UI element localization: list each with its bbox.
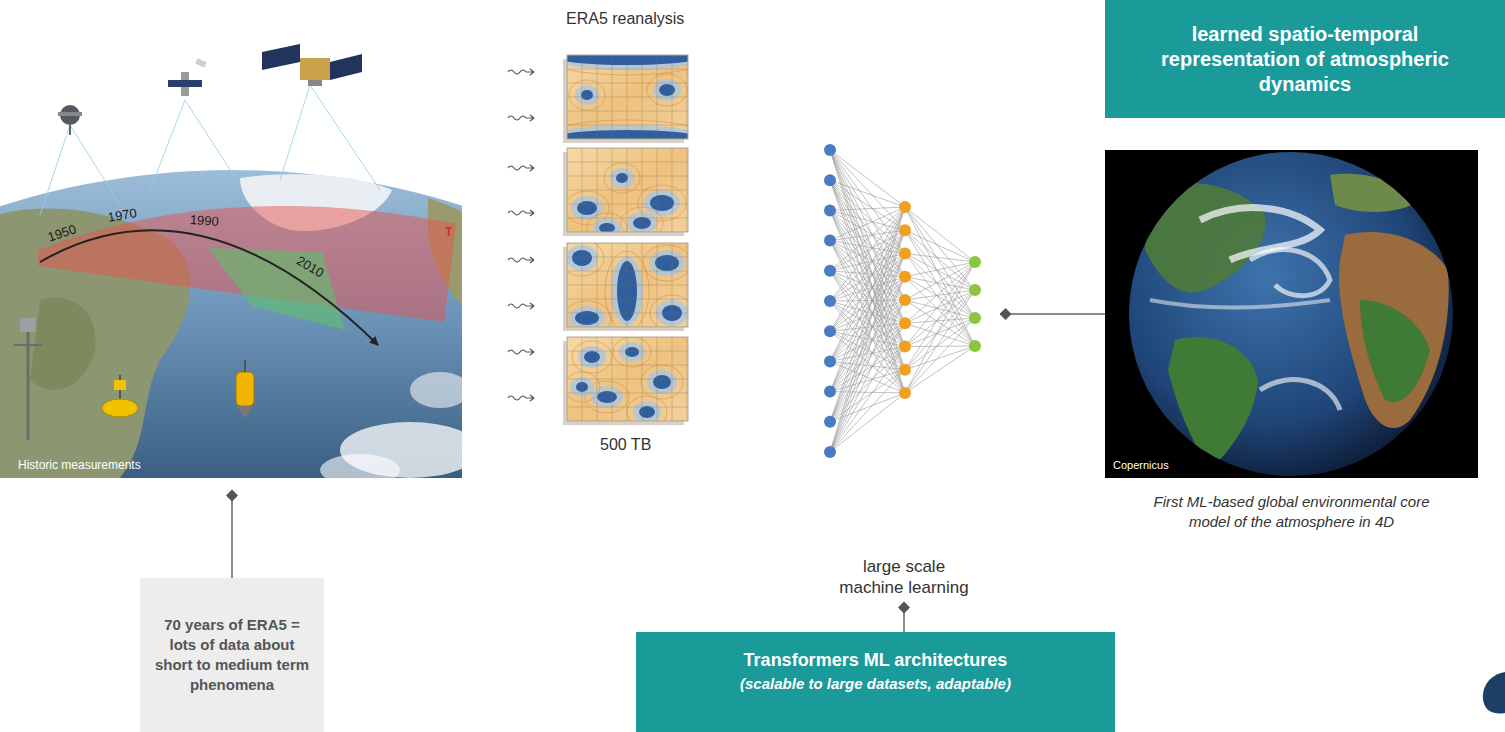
label-holder: 1990 — [189, 210, 219, 230]
callout-subtext: (scalable to large datasets, adaptable) — [740, 675, 1011, 693]
image-frame: Copernicus — [1105, 150, 1478, 478]
globe — [0, 170, 462, 478]
leader-connector — [903, 602, 905, 632]
image-credit: Copernicus — [1113, 459, 1169, 472]
leader-connector — [231, 490, 233, 578]
wave-arrow-symbol — [508, 165, 534, 171]
drifter — [236, 360, 254, 418]
network-label-box: large scale machine learning — [808, 140, 1000, 602]
timeline-arc — [40, 230, 378, 345]
figure-caption: First ML-based global environmental core… — [1152, 492, 1432, 531]
wave-arrow-symbol — [508, 349, 534, 355]
year-label: 2010 — [294, 253, 327, 280]
earth-image-box: CopernicusFirst ML-based global environm… — [1105, 150, 1478, 531]
data-size-label: 500 TB — [600, 436, 651, 453]
info-box: 70 years of ERA5 = lots of data about sh… — [140, 578, 324, 732]
panel-heading: ERA5 reanalysis — [566, 10, 684, 27]
teal-callout-box: Transformers ML architectures (scalable t… — [636, 632, 1115, 732]
leader-connector — [1000, 313, 1105, 315]
teal-callout-box: learned spatio-temporal representation o… — [1105, 0, 1505, 118]
info-text: 70 years of ERA5 = lots of data about sh… — [152, 615, 312, 696]
illustration-caption: Historic measurements — [18, 458, 141, 472]
label-holder: T — [445, 222, 452, 240]
satellite-icon — [262, 44, 362, 86]
land-mass — [30, 297, 96, 390]
axis-label: T — [445, 225, 452, 239]
wave-arrow-symbol — [508, 303, 534, 309]
historic-globe-illustration — [0, 44, 462, 478]
year-label: 1990 — [189, 212, 219, 229]
label-holder: 1950 — [45, 220, 78, 246]
wave-arrow-symbol — [508, 115, 534, 121]
buoy — [102, 375, 138, 417]
label-holder: 2010 — [294, 251, 328, 281]
satellite-icon — [168, 58, 207, 96]
year-label: 1950 — [46, 221, 78, 244]
reanalysis-map — [560, 240, 694, 335]
reanalysis-map — [563, 337, 688, 428]
label-holder: 1970 — [106, 203, 138, 226]
illustration-panel: Historic measurements — [0, 0, 462, 490]
label-holder: 500 TB — [600, 436, 651, 454]
reanalysis-map — [545, 41, 709, 154]
corner-logo-shape — [1483, 672, 1505, 714]
weather-mast — [14, 318, 42, 440]
network-label: large scale machine learning — [834, 556, 974, 599]
wave-arrow-symbol — [508, 210, 534, 216]
year-label: 1970 — [107, 205, 138, 225]
label-holder: ERA5 reanalysis — [566, 10, 684, 28]
reanalysis-map — [563, 148, 688, 243]
callout-heading: Transformers ML architectures — [744, 650, 1008, 672]
wave-arrow-symbol — [508, 257, 534, 263]
cloud — [320, 454, 400, 478]
callout-heading: learned spatio-temporal representation o… — [1155, 22, 1455, 97]
cloud — [410, 372, 462, 408]
satellite-beams — [40, 85, 380, 215]
neural-network-figure — [824, 144, 981, 458]
green-time-band — [208, 248, 345, 330]
wave-arrow-symbol — [508, 69, 534, 75]
copernicus-earth-image — [1105, 150, 1478, 478]
satellite-icon — [58, 105, 82, 135]
wave-arrow-symbol — [508, 395, 534, 401]
